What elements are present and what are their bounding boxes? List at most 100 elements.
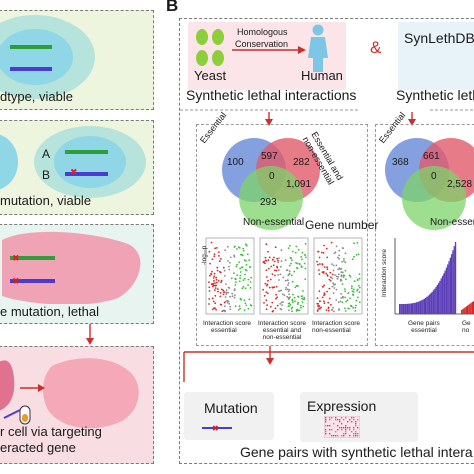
scatter-point [234,277,237,280]
heatmap-cell [331,417,333,419]
scatter-point [303,296,306,299]
scatter-point [228,265,230,268]
scatter-point [340,274,343,277]
scatter-point [351,258,354,261]
scatter-point [296,266,298,269]
venn-left-n-center: 0 [269,171,275,182]
scatter-point [217,280,220,282]
scatter-point [356,242,359,244]
heatmap-cell [335,417,337,419]
heatmap-cell [353,419,355,421]
scatter-point [357,284,360,287]
bottom-connector [183,346,474,382]
heatmap-cell [349,427,351,429]
bar-mark [464,307,466,314]
scatter-point [344,252,347,255]
venn-right-n-lower-right: 2,528 [447,179,473,190]
scatter-point [326,268,329,271]
bar-mark [439,280,441,314]
heatmap-cell [325,429,327,431]
scatter-point [276,266,279,269]
bar-mark [417,301,419,314]
scatter-point [331,277,334,280]
heatmap-cell [353,417,355,419]
bar-mark [462,309,464,314]
scatter-point [337,268,339,271]
scatter-point [335,245,338,248]
scatter-point [234,294,236,297]
scatter-point [325,309,328,311]
scatter-point [353,280,356,283]
bar-mark [412,303,414,314]
bar-mark [419,300,422,314]
bar-mark [423,298,425,314]
scatter-point [210,283,213,286]
scatter-point [220,281,222,283]
scatter-point [239,267,242,270]
scatter-point [290,274,293,277]
scatter-xlabel-1a: Interaction score [203,320,252,327]
scatter-point [341,271,344,274]
scatter-point [347,307,350,310]
scatter-point [287,305,290,308]
left-analysis-frame [196,124,368,346]
scatter-point [236,263,238,266]
scatter-point [244,243,247,246]
scatter-point [242,279,245,282]
venn-left-n-top: 597 [261,151,278,162]
scatter-point [247,284,249,287]
homology-illustration [196,24,328,72]
scatter-point [358,301,361,304]
scatter-point [237,309,240,311]
scatter-point [297,295,299,298]
scatter-point [227,291,229,294]
scatter-point [289,303,292,306]
scatter-point [318,290,321,293]
scatter-point [326,256,329,259]
scatter-point [298,309,301,312]
double-mutation-label: e mutation, lethal [0,304,100,319]
wildtype-label: dtype, viable [0,89,73,104]
bar-mark [448,261,450,314]
scatter-point [318,269,320,271]
human-label: Human [301,68,343,83]
scatter-point [222,266,225,269]
scatter-point [269,305,272,308]
scatter-point [320,306,322,309]
scatter-point [233,246,236,248]
scatter-point [219,303,222,306]
scatter-point [208,274,211,277]
heatmap-cell [349,429,351,431]
scatter-point [281,293,284,296]
scatter-point [274,274,276,277]
venn-left-caption: Gene number [305,218,379,232]
scatter-point [351,290,354,292]
scatter-point [340,271,343,274]
scatter-point [317,250,320,253]
scatter-point [300,255,303,258]
scatter-point [338,249,341,252]
scatter-point [271,286,274,289]
scatter-point [266,284,268,287]
heatmap-cell [339,427,341,429]
heatmap-cell [325,431,327,433]
bar-xlabel-1a: Gene pairs [408,320,440,327]
bar-mark [399,304,401,314]
scatter-point [265,299,268,302]
scatter-point [290,262,292,265]
scatter-point [271,258,274,261]
heatmap-cell [329,419,331,421]
scatter-point [267,267,270,270]
bar-mark [468,304,470,314]
scatter-point [358,273,361,275]
bar-xlabel-2: Ge no [462,320,471,334]
scatter-point [208,290,211,292]
heatmap-cell [345,427,347,429]
scatter-point [263,294,266,297]
heatmap-cell [341,417,343,419]
scatter-point [289,244,291,247]
bar-mark [413,303,415,314]
heatmap-cell [335,431,337,433]
scatter-point [211,308,214,311]
targeting-line2: eracted gene [0,440,76,455]
